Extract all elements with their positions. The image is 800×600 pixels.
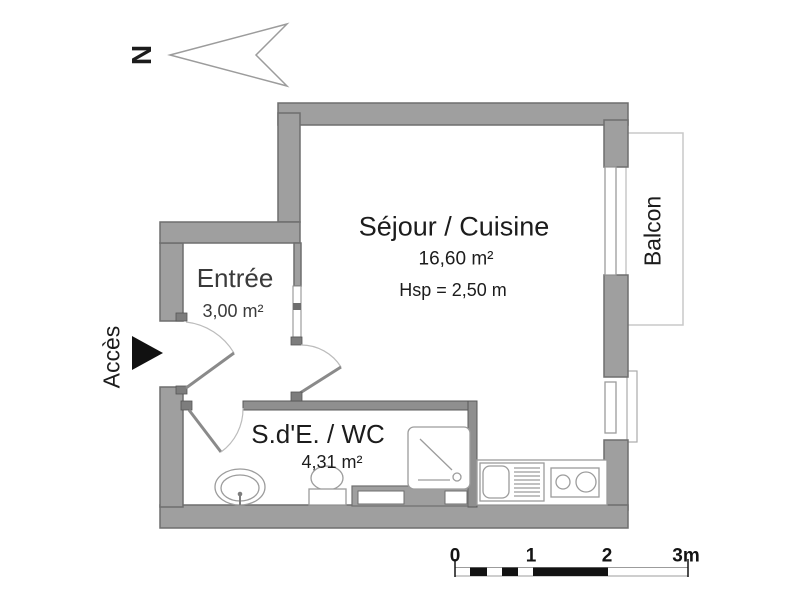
ceiling-height-label: Hsp = 2,50 m: [399, 280, 507, 300]
door-jamb: [290, 336, 303, 346]
shower-icon: [407, 426, 471, 490]
access-label: Accès: [98, 325, 125, 389]
side-window: [604, 381, 617, 434]
door-jamb: [180, 400, 193, 411]
window-outer-frame: [626, 370, 638, 443]
bathroom-door: [180, 400, 244, 453]
room-label-entree: Entrée: [196, 263, 274, 293]
scale-tick-3m: 3m: [672, 545, 700, 567]
scale-bar: [454, 559, 689, 577]
door-leaf: [299, 365, 342, 395]
partition-entree-stub: [293, 242, 302, 287]
scale-tick-1: 1: [525, 545, 537, 567]
scale-tick-2: 2: [601, 545, 613, 567]
north-arrow-icon: [167, 22, 290, 88]
bathroom-ledge: [351, 485, 469, 507]
balcony-outline: [625, 132, 684, 326]
cooktop-icon: [550, 467, 600, 498]
kitchen-drainer-icon: [514, 467, 540, 497]
wall-bathroom-top: [242, 400, 478, 411]
room-label-sde-wc: S.d'E. / WC: [251, 419, 385, 449]
room-label-sejour-cuisine: Séjour / Cuisine: [358, 211, 550, 242]
door-swing-arc: [185, 321, 235, 354]
door-leaf: [185, 351, 235, 390]
room-label-balcon: Balcon: [639, 195, 666, 267]
door-jamb: [175, 385, 188, 395]
wall-sejour-left: [277, 112, 301, 223]
wall-bottom: [159, 504, 629, 529]
access-arrow-icon: [132, 336, 163, 370]
sink-unit: [479, 462, 545, 502]
door-leaf: [187, 409, 223, 453]
room-area-sde-wc: 4,31 m²: [301, 452, 363, 472]
door-swing-arc: [300, 344, 342, 368]
wall-right-upper: [603, 119, 629, 168]
washbasin-icon: [214, 468, 266, 506]
wall-entree-top: [159, 221, 301, 244]
scale-tick-0: 0: [449, 545, 461, 567]
door-handle: [293, 303, 301, 310]
wc-icon: [308, 465, 347, 506]
door-leaf: [292, 285, 302, 338]
wall-right-middle: [603, 274, 629, 378]
north-label: N: [126, 44, 157, 66]
wall-top: [277, 102, 629, 126]
sejour-door: [290, 285, 342, 402]
entrance-door: [175, 312, 235, 395]
door-jamb: [290, 391, 303, 402]
kitchen-sink-icon: [482, 465, 510, 499]
balcony-window: [604, 166, 617, 276]
door-swing-arc: [220, 407, 244, 453]
room-area-sejour-cuisine: 16,60 m²: [418, 248, 494, 270]
room-area-entree: 3,00 m²: [202, 301, 264, 321]
wall-left-upper: [159, 242, 184, 322]
wall-left-lower: [159, 386, 184, 508]
exterior-walls: [159, 102, 629, 529]
kitchen-unit: [476, 459, 608, 506]
door-jamb: [175, 312, 188, 322]
